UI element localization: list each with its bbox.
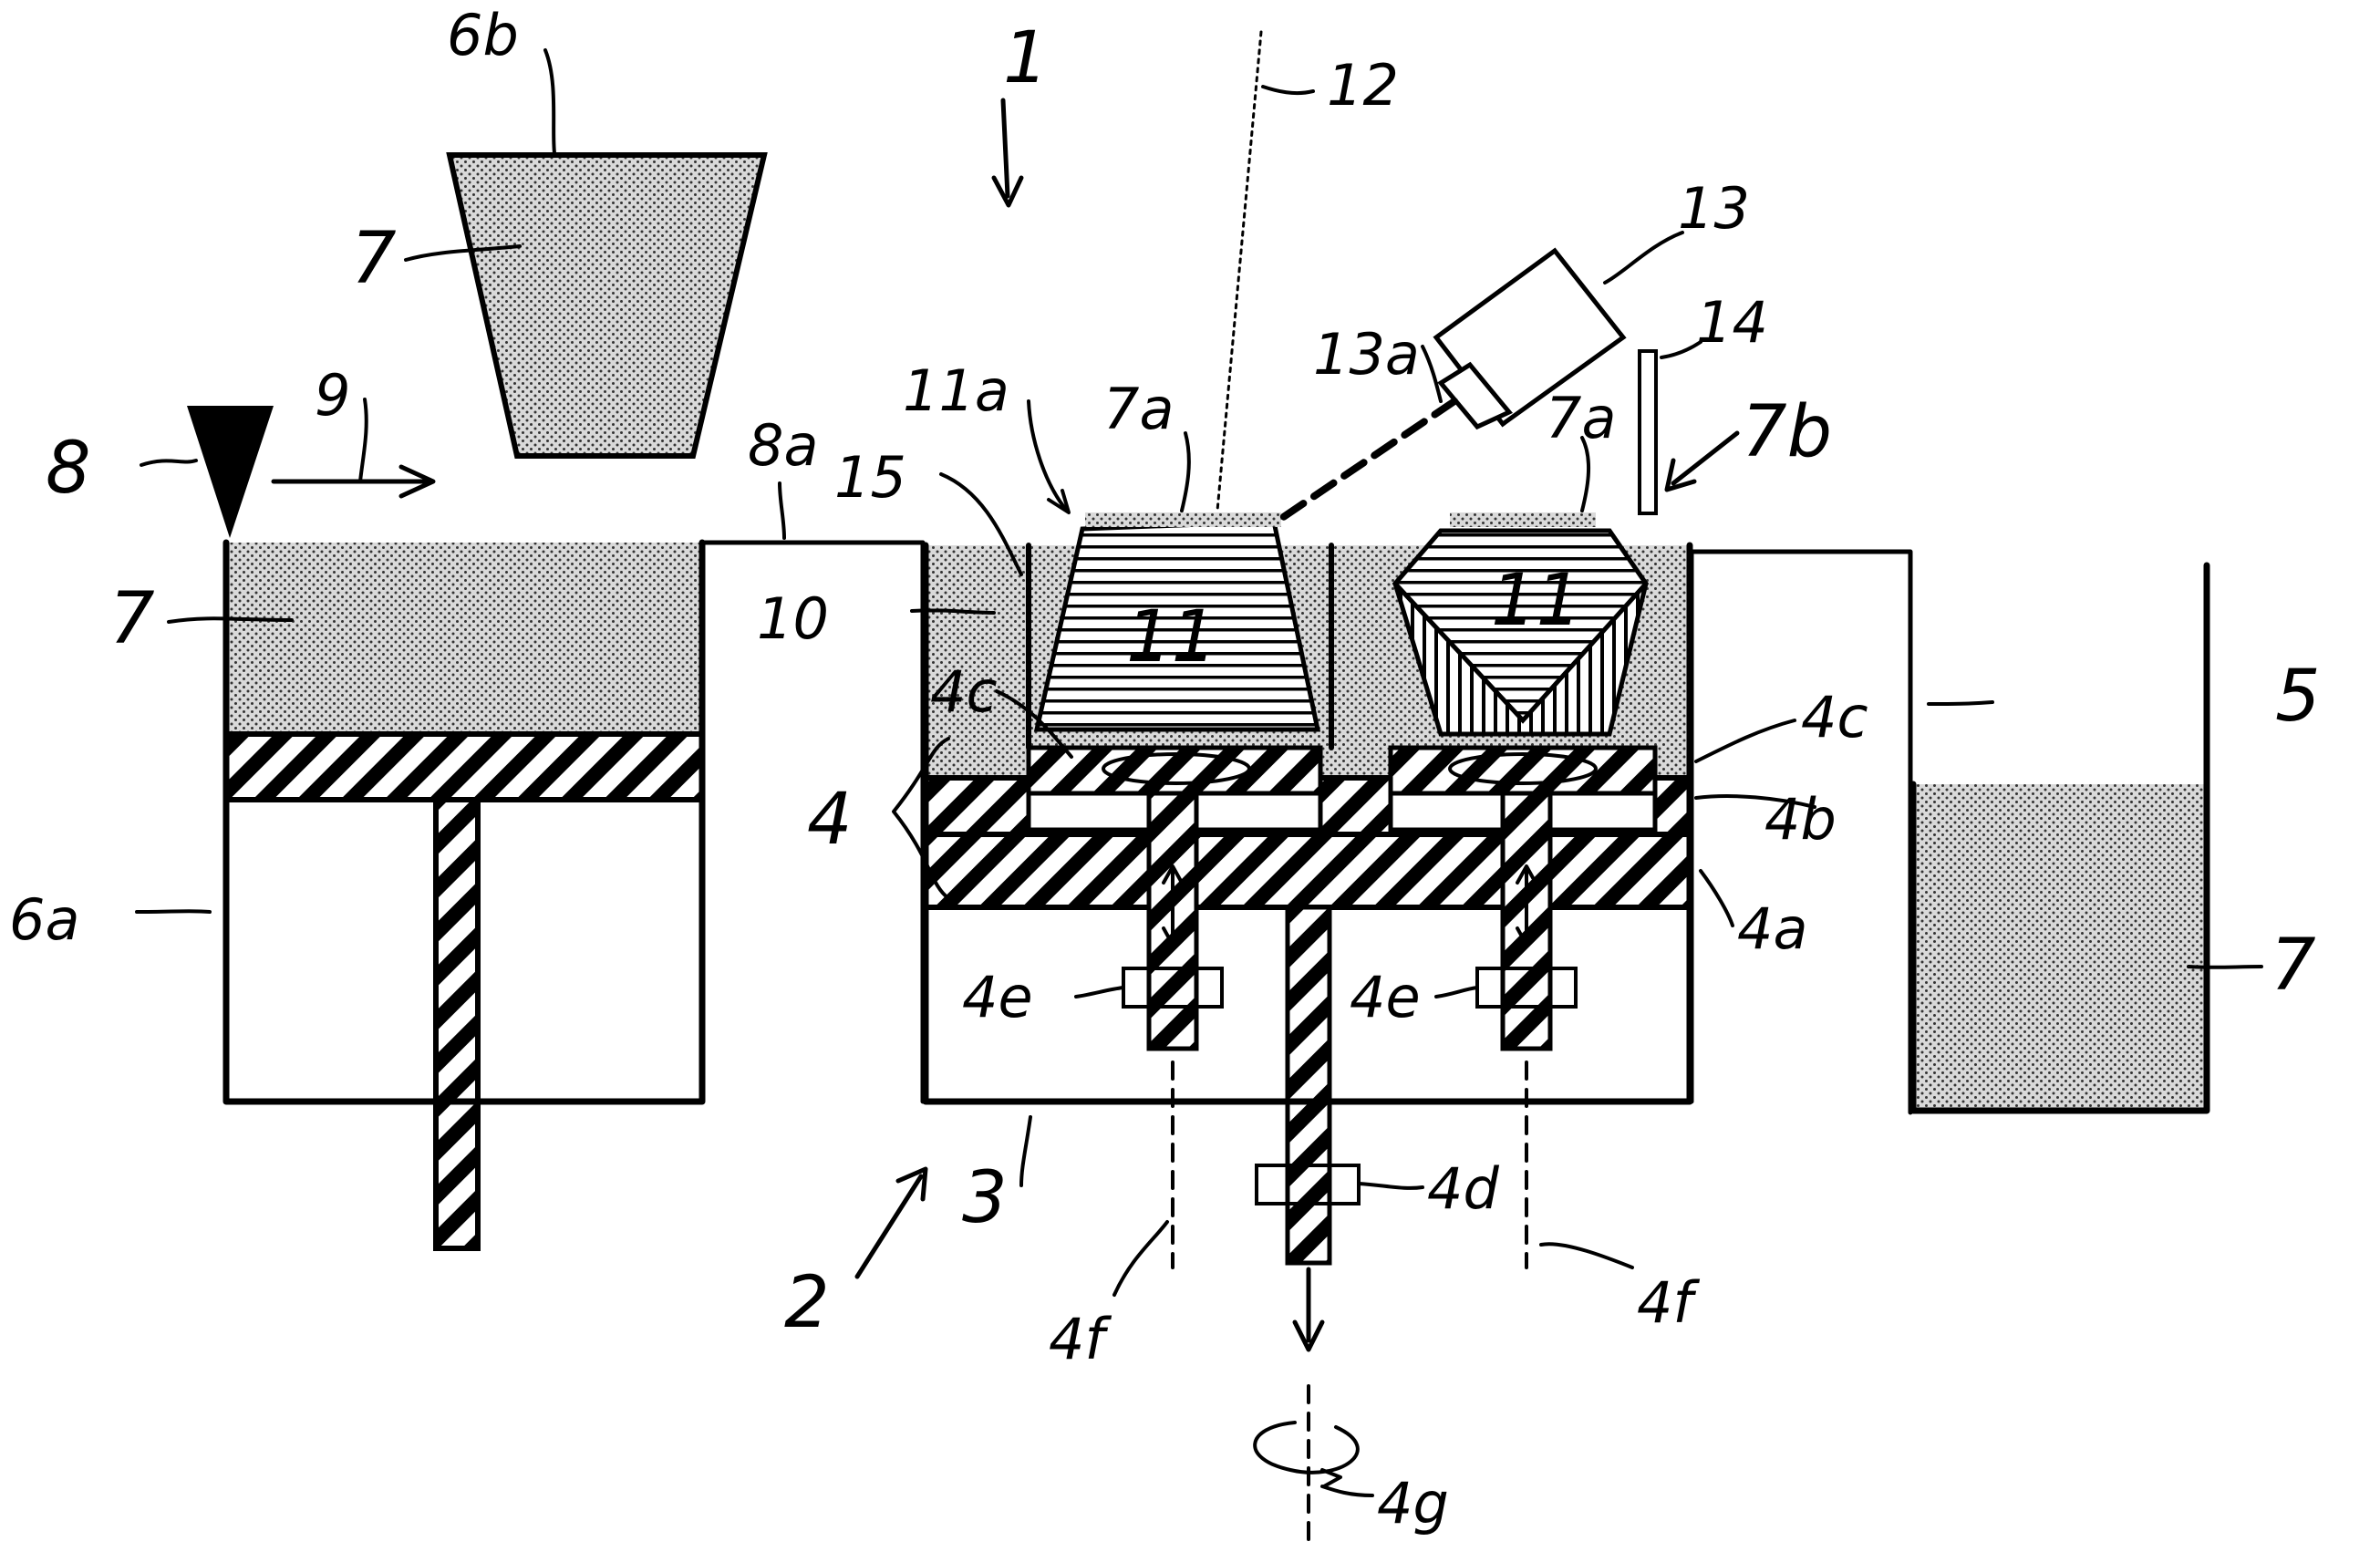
label-4f-left: 4f — [1049, 1306, 1112, 1372]
label-7a-right: 7a — [1546, 385, 1616, 451]
label-7-right: 7 — [2271, 925, 2316, 1007]
label-13a: 13a — [1313, 321, 1420, 388]
label-6a: 6a — [9, 886, 79, 953]
label-1: 1 — [1003, 17, 1049, 99]
powder-supply-container — [226, 543, 702, 1248]
label-4e-right: 4e — [1350, 964, 1421, 1030]
label-10: 10 — [757, 585, 829, 652]
rotation-axes — [1173, 1062, 1526, 1541]
label-7a-left: 7a — [1103, 376, 1174, 442]
label-9: 9 — [315, 362, 350, 429]
label-8: 8 — [46, 428, 91, 510]
label-11-left: 11 — [1126, 596, 1216, 678]
label-4e-left: 4e — [962, 964, 1033, 1030]
sensor-bar — [1640, 351, 1656, 513]
label-2: 2 — [784, 1262, 830, 1344]
label-11a: 11a — [903, 357, 1009, 424]
label-15: 15 — [834, 444, 906, 511]
label-14: 14 — [1696, 289, 1768, 356]
energy-beam — [1217, 32, 1261, 511]
label-4g: 4g — [1377, 1470, 1449, 1536]
label-5: 5 — [2275, 656, 2321, 738]
label-4c-left: 4c — [930, 658, 998, 725]
label-4d: 4d — [1427, 1155, 1499, 1222]
label-4c-right: 4c — [1801, 684, 1868, 750]
coating-direction-arrow — [274, 467, 433, 496]
label-7-hopper: 7 — [351, 218, 397, 300]
label-7-left: 7 — [109, 578, 155, 660]
label-8a: 8a — [748, 412, 818, 479]
label-4b: 4b — [1764, 786, 1837, 853]
label-4f-right: 4f — [1637, 1269, 1700, 1336]
powder-hopper — [450, 155, 764, 456]
coater-blade — [187, 406, 274, 538]
label-4: 4 — [807, 779, 853, 861]
label-13: 13 — [1678, 175, 1750, 242]
label-4a: 4a — [1737, 895, 1807, 962]
label-3: 3 — [962, 1157, 1008, 1239]
label-6b: 6b — [447, 2, 519, 68]
label-11-right: 11 — [1491, 560, 1581, 642]
label-12: 12 — [1327, 52, 1399, 119]
overflow-container — [1913, 565, 2207, 1111]
label-7b: 7b — [1742, 391, 1832, 473]
